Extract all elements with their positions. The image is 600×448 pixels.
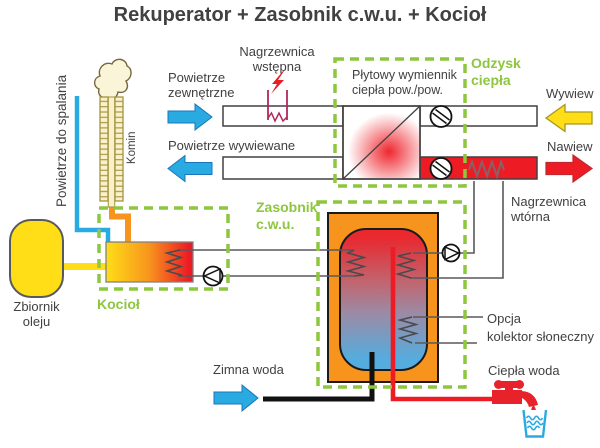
smoke-icon	[93, 58, 132, 100]
hot-water-pipe	[390, 247, 520, 402]
exhaust-air-arrow	[167, 154, 213, 183]
supply-arrow	[545, 153, 594, 184]
cold-water-arrow	[213, 383, 259, 413]
exhaust-air-duct	[222, 156, 344, 180]
label-hot-water: Ciepła woda	[488, 363, 560, 378]
tank-heater-coil-icon	[395, 252, 417, 279]
label-boiler: Kocioł	[97, 296, 140, 312]
secondary-heater-coil-icon	[467, 158, 506, 180]
label-plate-exchanger: Płytowy wymiennik ciepła pow./pow.	[352, 68, 457, 97]
hot-water-tap-icon	[492, 380, 538, 415]
page-title: Rekuperator + Zasobnik c.w.u. + Kocioł	[113, 4, 487, 26]
plate-exchanger-icon	[342, 105, 421, 180]
label-combustion-air: Powietrze do spalania	[54, 74, 70, 208]
lightning-icon	[271, 71, 284, 94]
label-extract-air: Wywiew	[546, 86, 594, 101]
combustion-air-pipe	[74, 96, 111, 242]
dhw-zone-box	[316, 200, 467, 389]
label-solar-option: Opcja kolektor słoneczny	[487, 311, 594, 344]
label-outside-air: Powietrze zewnętrzne	[168, 70, 235, 101]
label-exhaust-air: Powietrze wywiewane	[168, 138, 296, 153]
label-supply-air: Nawiew	[547, 139, 593, 154]
tank-solar-coil-icon	[396, 316, 419, 344]
dhw-tank-icon	[327, 212, 439, 383]
flue-pipe	[109, 202, 131, 242]
label-oil-tank: Zbiornik oleju	[13, 299, 60, 330]
chimney-icon	[99, 96, 124, 208]
water-glass-icon	[522, 409, 548, 438]
extract-arrow	[544, 103, 593, 133]
boiler-zone-box	[97, 206, 230, 291]
cold-water-pipe	[263, 352, 375, 402]
supply-fan-icon	[429, 157, 453, 180]
outside-air-arrow	[167, 102, 213, 132]
heat-recovery-zone-box	[333, 57, 467, 188]
preheater-icon	[267, 90, 288, 123]
oil-tank-icon	[9, 219, 64, 298]
boiler-coil-icon	[163, 249, 184, 277]
label-preheater: Nagrzewnica wstępna	[239, 44, 315, 75]
label-secondary-heater: Nagrzewnica wtórna	[511, 194, 587, 225]
label-cold-water: Zimna woda	[213, 362, 284, 377]
extract-fan-icon	[429, 105, 453, 128]
heater-pump-icon	[441, 243, 461, 263]
label-dhw-tank: Zasobnik c.w.u.	[256, 199, 318, 233]
tank-boiler-coil-icon	[344, 249, 367, 277]
label-heat-recovery: Odzysk ciepła	[471, 55, 521, 89]
boiler-pump-icon	[202, 265, 224, 287]
label-chimney: Komin	[126, 131, 139, 165]
outside-air-duct	[222, 105, 344, 127]
